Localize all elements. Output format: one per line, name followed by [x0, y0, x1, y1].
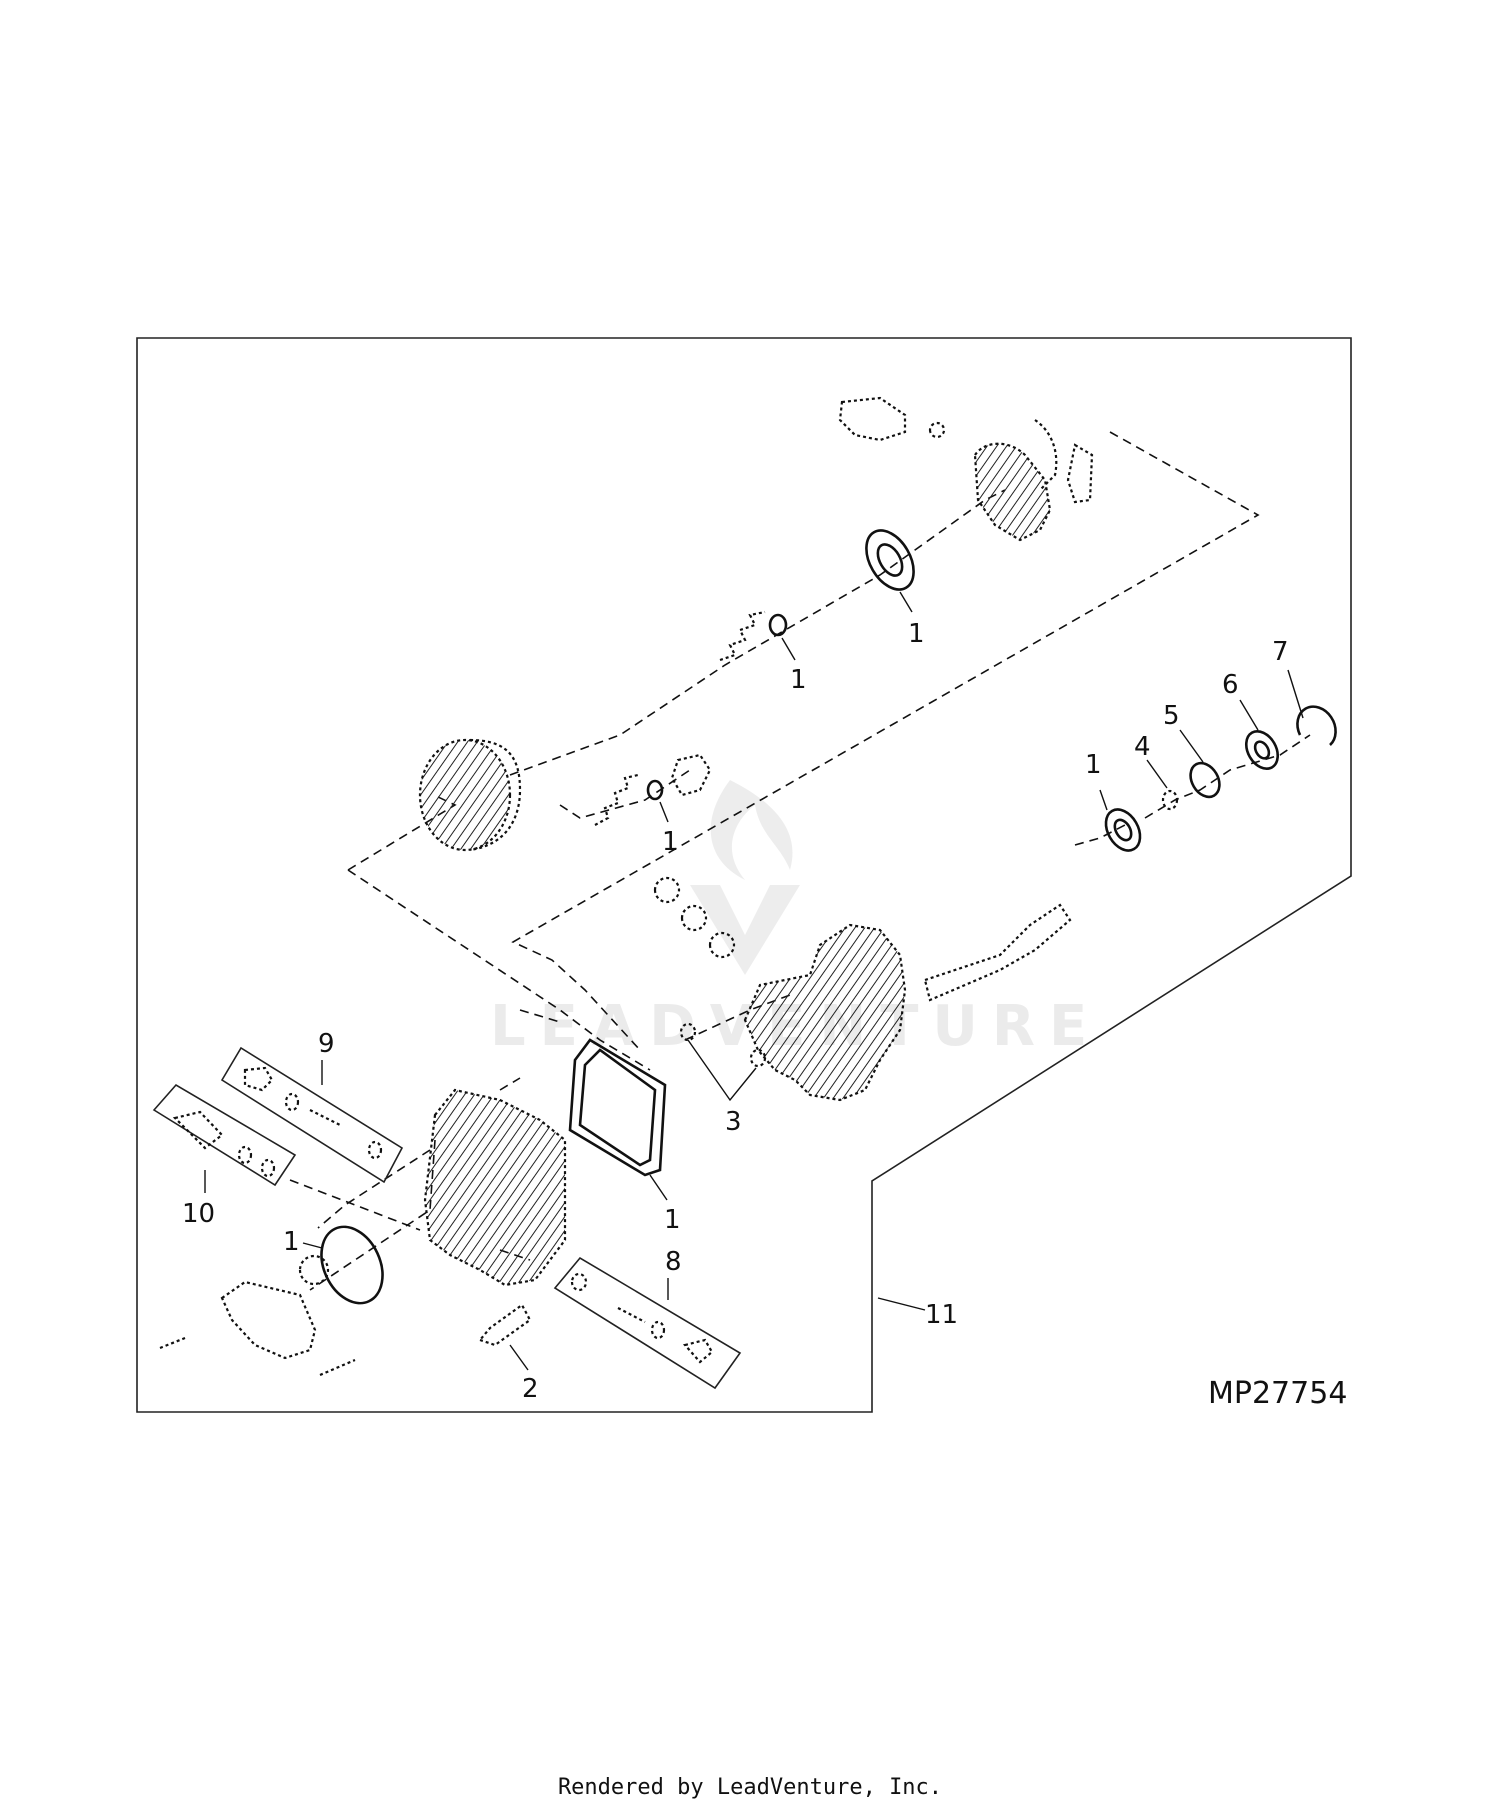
- assembly-frame: [136, 337, 1352, 1413]
- valve-housing-cover: [838, 396, 1094, 542]
- callout-2: 2: [522, 1374, 539, 1404]
- end-cover: [159, 1225, 384, 1360]
- kit-9: [220, 1046, 404, 1184]
- bolt-2: [319, 1303, 532, 1377]
- callout-3: 3: [725, 1107, 742, 1137]
- callout-1-oring-top: 1: [790, 665, 807, 695]
- bearing-right: [1104, 808, 1142, 852]
- kit-10: [152, 1083, 297, 1187]
- render-footer: Rendered by LeadVenture, Inc.: [557, 1775, 943, 1800]
- seal-top: [865, 529, 915, 591]
- callout-10: 10: [182, 1199, 215, 1229]
- kit-8: [553, 1256, 742, 1390]
- spring-mid: [594, 753, 712, 826]
- callout-1-seal-top: 1: [908, 619, 925, 649]
- main-valve-housing: [653, 876, 1072, 1102]
- callout-leaders: [204, 591, 1304, 1371]
- lower-valve-body: [423, 1088, 567, 1287]
- callout-5: 5: [1163, 701, 1180, 731]
- gasket: [568, 1038, 667, 1177]
- callout-1-bearing-right: 1: [1085, 750, 1102, 780]
- callout-1-gasket: 1: [664, 1205, 681, 1235]
- spring-top: [719, 610, 788, 662]
- callout-8: 8: [665, 1247, 682, 1277]
- callout-1-oring-mid: 1: [662, 827, 679, 857]
- exploded-parts-diagram: LEADVENTURE: [136, 337, 1352, 1413]
- callout-9: 9: [318, 1029, 335, 1059]
- callout-labels: 1 1 1 1 4 5 6 7 3 9 10 1 1 8 2 11 MP2775…: [182, 619, 1347, 1411]
- callout-1-oring-cover: 1: [283, 1227, 300, 1257]
- callout-11: 11: [925, 1300, 958, 1330]
- callout-7: 7: [1272, 637, 1289, 667]
- small-orings: [679, 1022, 767, 1068]
- figure-id: MP27754: [1208, 1376, 1347, 1411]
- callout-4: 4: [1134, 732, 1151, 762]
- washers-right: [1161, 705, 1337, 811]
- callout-6: 6: [1222, 670, 1239, 700]
- piston-cap: [418, 738, 522, 852]
